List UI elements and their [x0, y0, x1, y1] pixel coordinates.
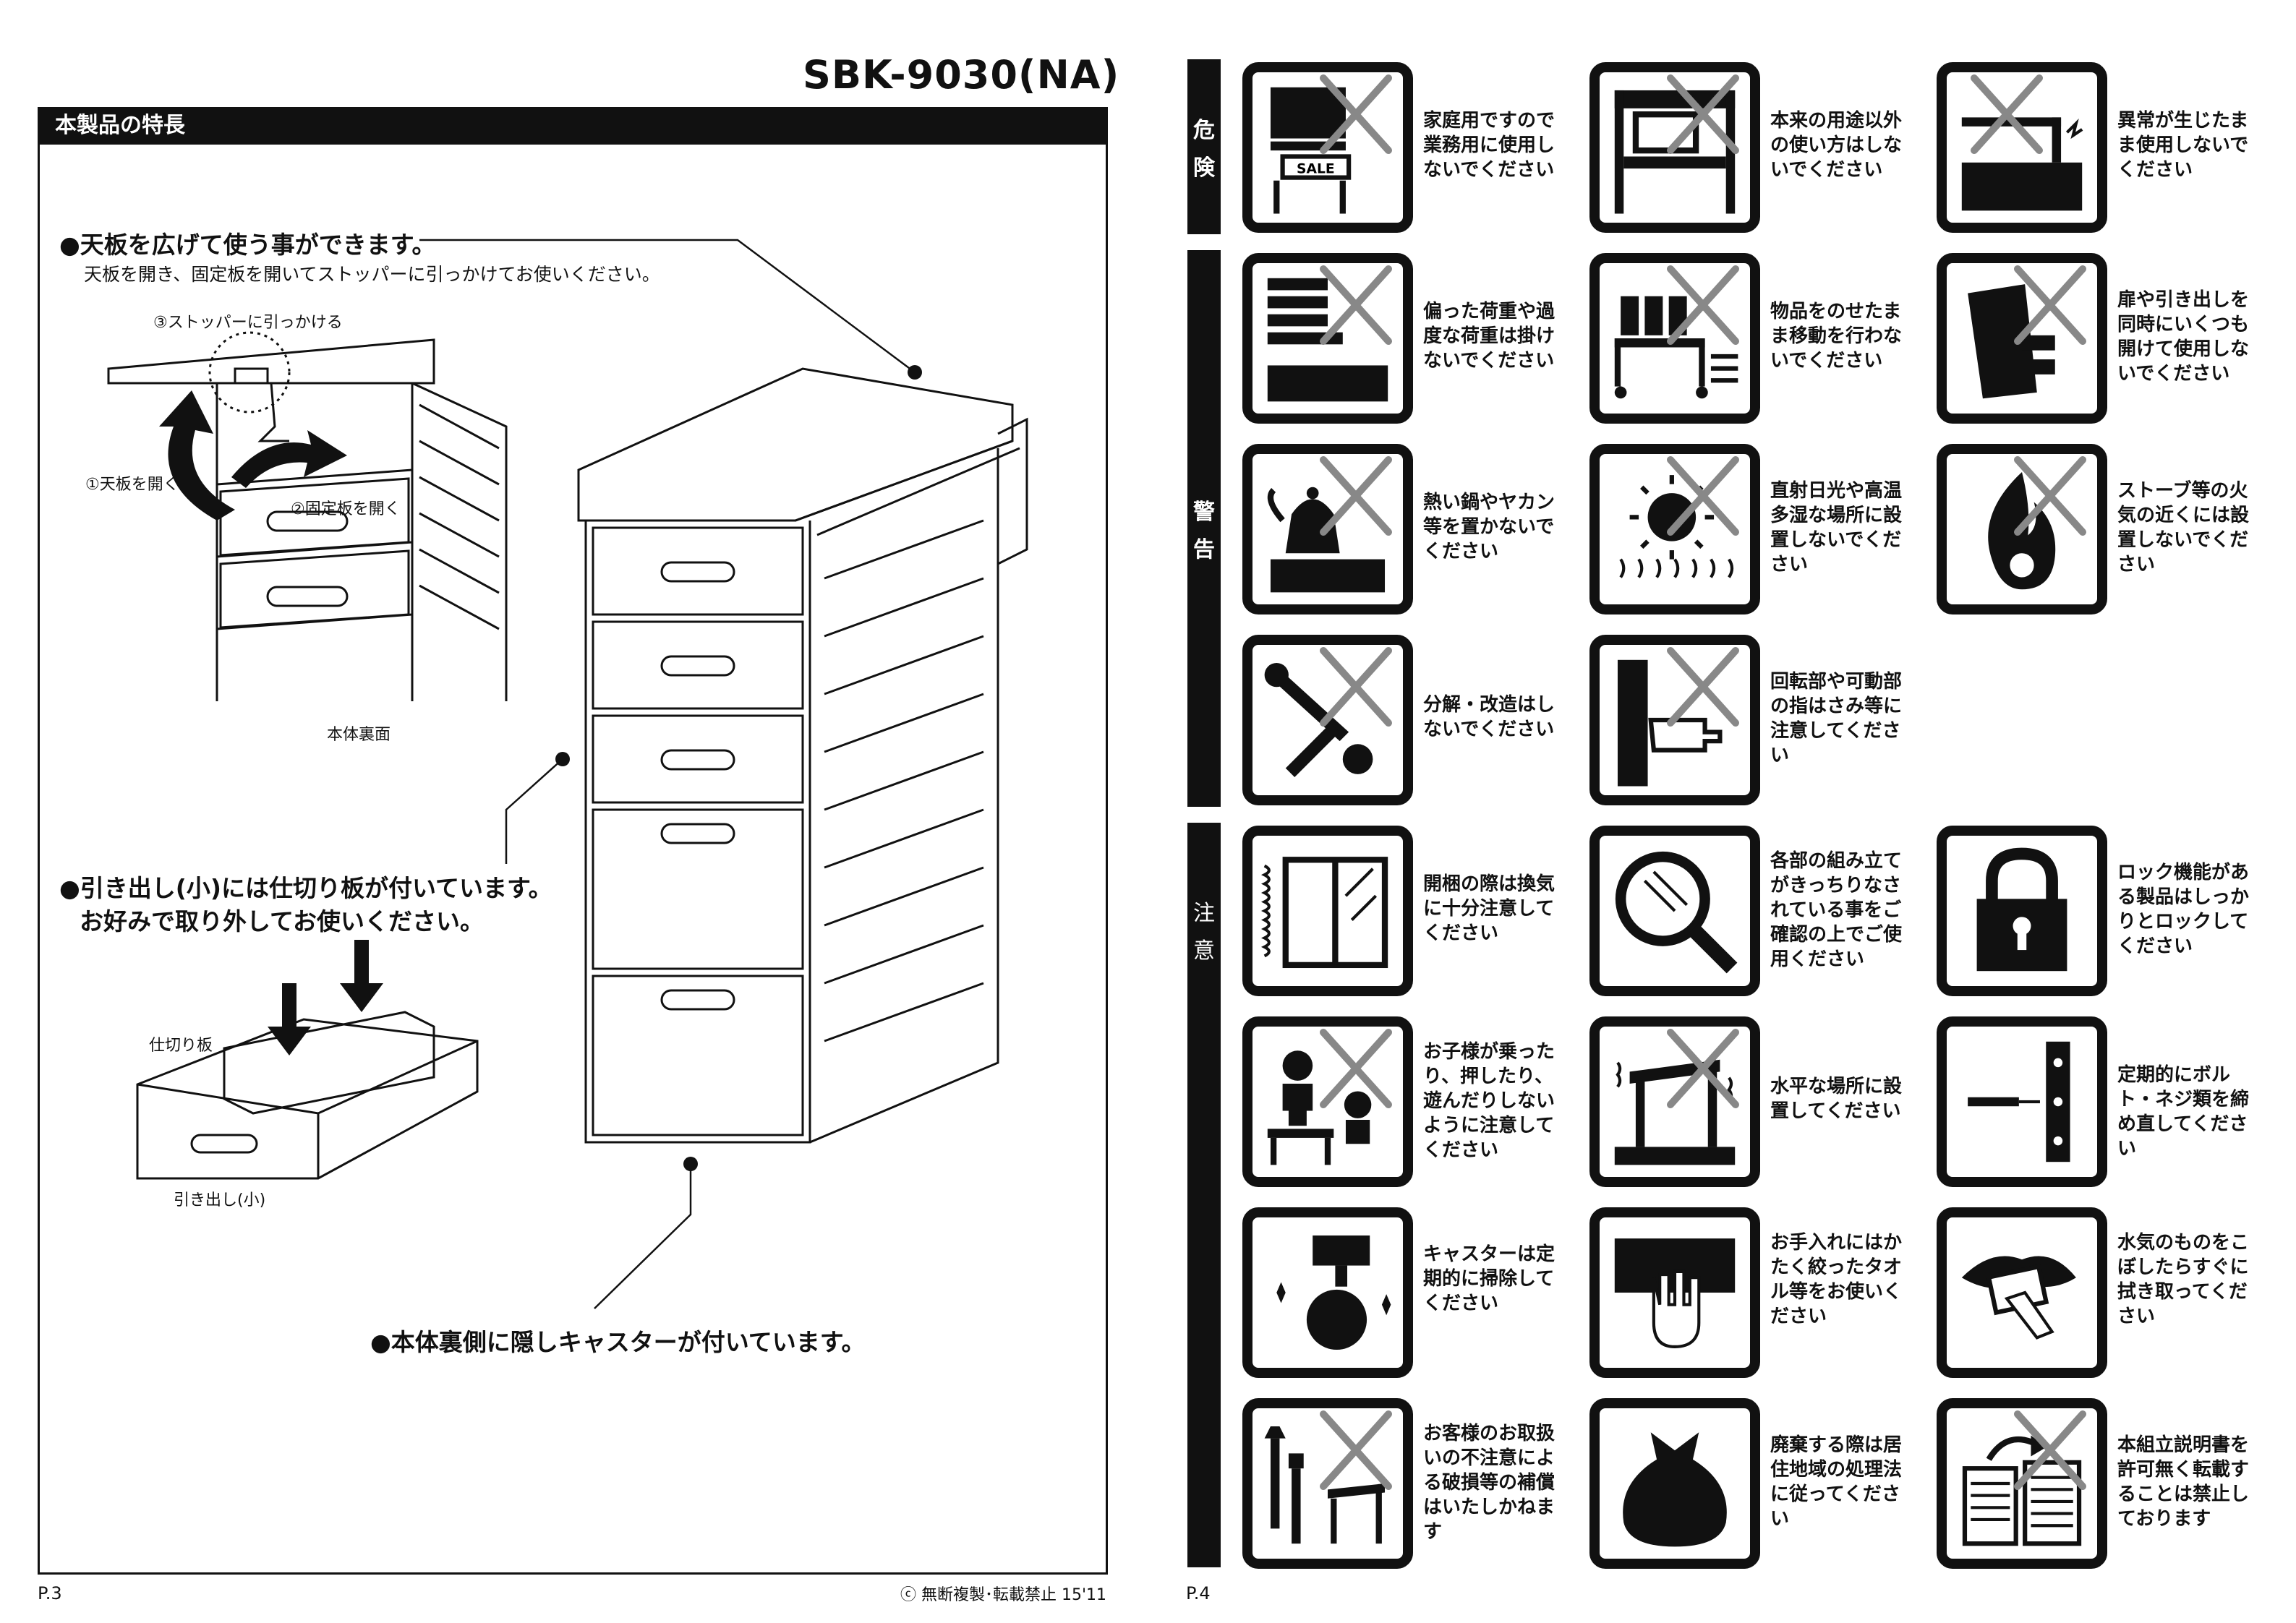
category-warning: 警 告 [1187, 250, 1221, 807]
caution-text-4: お子様が乗ったり、押したり、遊んだりしないように注意してください [1423, 1041, 1555, 1161]
label-stopper: ③ストッパーに引っかける [153, 314, 343, 332]
warning-text-6: 扉や引き出しを同時にいくつも開けて使用しないでください [2117, 289, 2250, 385]
caution-text-6: 定期的にボルト・ネジ類を締め直してください [2117, 1064, 2250, 1160]
warning-text-8: 直射日光や高温多湿な場所に設置しないでください [1770, 480, 1903, 575]
top-open-illustration [107, 331, 508, 701]
leader-lines [419, 239, 922, 1309]
warning-text-10: 分解・改造はしないでください [1423, 694, 1555, 740]
feature-2-line1: ●引き出し(小)には仕切り板が付いています。 [59, 874, 552, 902]
caution-text-7: キャスターは定期的に掃除してください [1423, 1243, 1555, 1314]
warning-text-9: ストーブ等の火気の近くには設置しないでください [2117, 480, 2250, 575]
caution-text-8: お手入れにはかたく絞ったタオル等をお使いください [1770, 1232, 1903, 1327]
wipe-icon [1937, 1207, 2107, 1378]
category-danger-char2: 険 [1193, 155, 1215, 181]
sale-sign-text: SALE [1297, 161, 1335, 176]
model-number: SBK-9030(NA) [803, 52, 1120, 98]
feature-1-desc: 天板を開き、固定板を開いてストッパーに引っかけてお使いください。 [84, 264, 660, 285]
caution-text-3: ロック機能がある製品はしっかりとロックしてください [2117, 862, 2250, 957]
warning-text-1: 家庭用ですので業務用に使用しないでください [1423, 110, 1555, 181]
category-caution: 注 意 [1187, 823, 1221, 1567]
caster-icon [1242, 1207, 1413, 1378]
children-icon [1242, 1016, 1413, 1187]
caution-text-12: 本組立説明書を許可無く転載することは禁止しております [2117, 1434, 2250, 1530]
warning-text-11: 回転部や可動部の指はさみ等に注意してください [1770, 671, 1903, 766]
caution-text-10: お客様のお取扱いの不注意による破損等の補償はいたしかねます [1423, 1423, 1555, 1543]
warning-text-3: 異常が生じたまま使用しないでください [2117, 110, 2249, 181]
caution-text-9: 水気のものをこぼしたらすぐに拭き取ってください [2117, 1232, 2250, 1327]
screw-icon [1937, 1016, 2107, 1187]
feature-1-title: ●天板を広げて使う事ができます。 [59, 231, 436, 259]
damaged-icon [1937, 62, 2107, 233]
caution-text-2: 各部の組み立てがきっちりなされている事をご確認の上でご使用ください [1770, 850, 1903, 970]
category-warning-char1: 警 [1193, 500, 1215, 525]
category-warning-char2: 告 [1193, 537, 1215, 562]
feature-2-line2: お好みで取り外してお使いください。 [80, 907, 485, 935]
drawer-illustration [136, 940, 479, 1180]
cabinet-illustration [577, 367, 1028, 1144]
label-drawer: 引き出し(小) [174, 1191, 266, 1209]
lock-icon [1937, 826, 2107, 996]
warning-text-5: 物品をのせたまま移動を行わないでください [1770, 301, 1903, 372]
category-caution-char1: 注 [1193, 901, 1215, 926]
category-caution-char2: 意 [1193, 938, 1215, 964]
copyright-notice: ⓒ 無断複製･転載禁止 15'11 [900, 1586, 1107, 1604]
label-back: 本体裏面 [327, 726, 391, 744]
page-number-right: P.4 [1186, 1583, 1211, 1603]
magnifier-icon [1589, 826, 1760, 996]
warning-text-4: 偏った荷重や過度な荷重は掛けないでください [1423, 301, 1555, 372]
caution-text-11: 廃棄する際は居住地域の処理法に従ってください [1770, 1434, 1903, 1530]
section-title: 本製品の特長 [38, 107, 1108, 145]
window-icon [1242, 826, 1413, 996]
garbage-bag-icon [1589, 1398, 1760, 1569]
towel-icon [1589, 1207, 1760, 1378]
page-number-left: P.3 [38, 1583, 62, 1603]
category-danger: 危 険 [1187, 59, 1221, 234]
feature-3: ●本体裏側に隠しキャスターが付いています。 [370, 1328, 866, 1356]
label-open-top: ①天板を開く [85, 476, 179, 494]
caution-text-1: 開梱の際は換気に十分注意してください [1423, 873, 1555, 944]
warning-text-2: 本来の用途以外の使い方はしないでください [1770, 110, 1903, 181]
warning-text-7: 熱い鍋やヤカン等を置かないでください [1423, 492, 1555, 562]
category-danger-char1: 危 [1193, 118, 1215, 143]
label-divider: 仕切り板 [149, 1037, 213, 1055]
caution-text-5: 水平な場所に設置してください [1770, 1076, 1903, 1122]
